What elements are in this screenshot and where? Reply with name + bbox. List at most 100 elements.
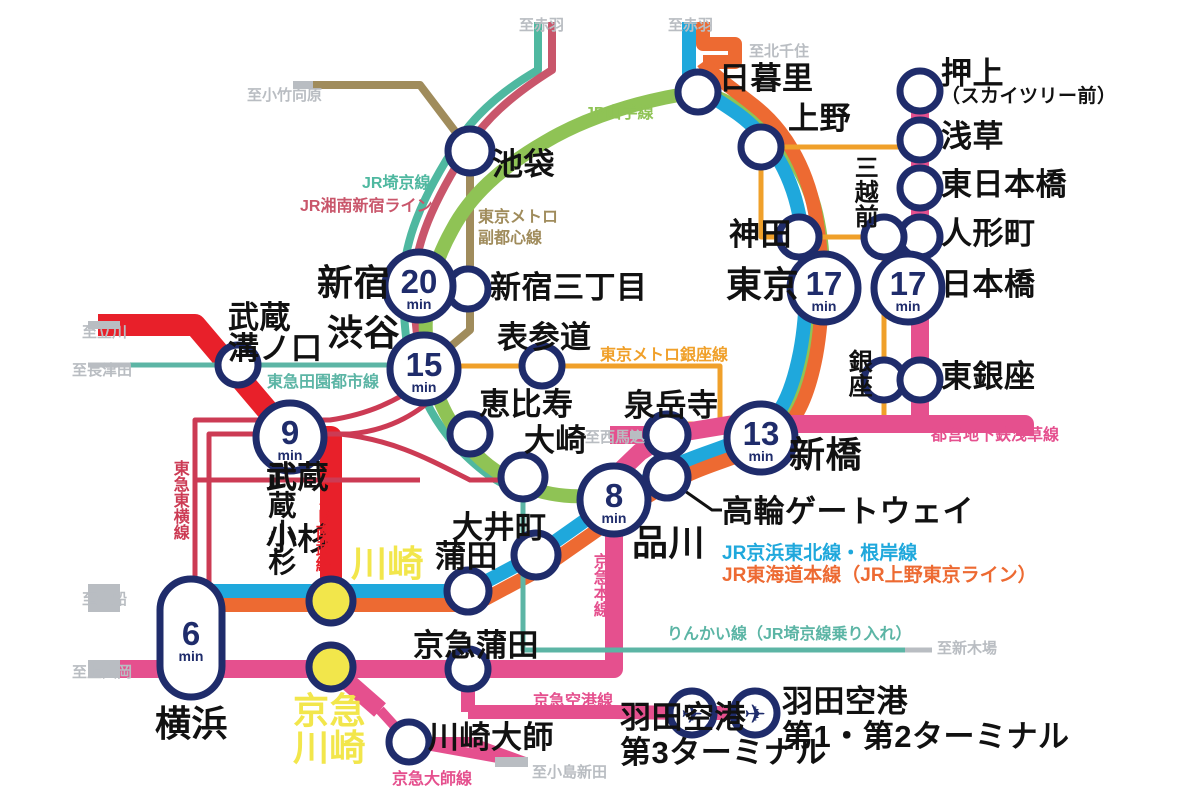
line-label: JR湘南新宿ライン bbox=[300, 198, 433, 215]
time-value-musashi-kosugi: 9 bbox=[281, 414, 299, 451]
station-ueno[interactable] bbox=[737, 123, 785, 171]
station-label: 武蔵 bbox=[266, 460, 329, 495]
station-keikyu-kamata[interactable] bbox=[444, 645, 492, 693]
station-label: 川崎大師 bbox=[428, 720, 554, 755]
station-ebisu[interactable] bbox=[446, 410, 494, 458]
station-ikebukuro[interactable] bbox=[444, 125, 496, 177]
time-value-tokyo: 17 bbox=[806, 265, 843, 302]
station-label: 東銀座 bbox=[941, 359, 1036, 394]
station-kawasaki[interactable] bbox=[305, 575, 357, 627]
station-keikyu-kawasaki[interactable] bbox=[305, 641, 357, 693]
time-marker-tokyo[interactable] bbox=[786, 250, 862, 326]
time-value-yokohama: 6 bbox=[182, 615, 200, 652]
station-higashi-nihombashi[interactable] bbox=[896, 164, 944, 212]
station-label: 武蔵 bbox=[228, 300, 291, 335]
station-omotesando[interactable] bbox=[518, 342, 566, 390]
station-label: 小杉 bbox=[266, 522, 329, 557]
station-haneda-t1t2[interactable] bbox=[729, 687, 781, 739]
station-label-vertical: 銀座 bbox=[844, 349, 872, 398]
time-marker-shimbashi[interactable] bbox=[723, 400, 799, 476]
line-label: JR京浜東北線・根岸線 bbox=[722, 543, 918, 564]
time-markers bbox=[156, 248, 946, 701]
towards-label: 至赤羽 bbox=[668, 17, 714, 34]
station-takanawa-gateway[interactable] bbox=[642, 452, 692, 502]
station-asakusa[interactable] bbox=[896, 116, 944, 164]
station-haneda-t3[interactable] bbox=[666, 687, 718, 739]
time-marker-shibuya[interactable] bbox=[386, 331, 462, 407]
time-value-shimbashi: 13 bbox=[743, 415, 780, 452]
station-label: 溝ノ口 bbox=[228, 331, 323, 366]
station-label: 大井町 bbox=[452, 510, 547, 545]
line-label-vertical: 東急東横線 bbox=[170, 460, 188, 540]
time-value-nihombashi: 17 bbox=[890, 265, 927, 302]
time-unit: min bbox=[278, 447, 303, 463]
station-label: 泉岳寺 bbox=[624, 388, 719, 423]
station-label: 池袋 bbox=[492, 147, 555, 182]
towards-label: 至大船 bbox=[82, 591, 128, 608]
station-higashi-ginza[interactable] bbox=[896, 356, 944, 404]
time-unit: min bbox=[412, 379, 437, 395]
station-oshiage[interactable] bbox=[896, 67, 944, 115]
station-label: 品川 bbox=[632, 522, 706, 563]
station-label: 日暮里 bbox=[719, 61, 814, 96]
line-fukutoshin bbox=[293, 81, 474, 373]
station-label-highlight: 京急 bbox=[293, 690, 367, 731]
airplane-icon: ✈ bbox=[744, 699, 766, 729]
time-unit: min bbox=[812, 298, 837, 314]
station-label: 高輪ゲートウェイ bbox=[722, 494, 974, 529]
station-kanda[interactable] bbox=[775, 213, 823, 261]
station-kawasaki-daishi[interactable] bbox=[385, 718, 433, 766]
time-marker-shinjuku[interactable] bbox=[381, 248, 457, 324]
line-label: 東京メトロ bbox=[478, 209, 559, 226]
station-label: 上野 bbox=[788, 101, 851, 136]
time-marker-yokohama[interactable] bbox=[156, 575, 226, 701]
time-value-shinagawa: 8 bbox=[605, 477, 623, 514]
station-rings bbox=[214, 67, 944, 766]
station-label-highlight: 川崎 bbox=[351, 543, 425, 584]
time-unit: min bbox=[179, 648, 204, 664]
station-label: 新橋 bbox=[789, 434, 863, 475]
station-label: 新宿三丁目 bbox=[490, 270, 648, 305]
time-unit: min bbox=[749, 448, 774, 464]
station-label-vertical: 武蔵小杉 bbox=[265, 462, 297, 576]
station-label: 第1・第2ターミナル bbox=[782, 719, 1070, 754]
station-label: 第3ターミナル bbox=[620, 735, 827, 770]
time-value-shinjuku: 20 bbox=[401, 263, 438, 300]
towards-label: 至北千住 bbox=[749, 43, 810, 60]
time-marker-nihombashi[interactable] bbox=[870, 250, 946, 326]
line-label: 京急空港線 bbox=[533, 693, 614, 710]
station-musashi-mizonokuchi[interactable] bbox=[214, 341, 262, 389]
towards-label: 至小島新田 bbox=[532, 764, 608, 781]
station-rings-highlight bbox=[305, 575, 357, 693]
line-label: 京急大師線 bbox=[392, 771, 473, 788]
station-nippori[interactable] bbox=[674, 68, 722, 116]
station-label: 新宿 bbox=[317, 262, 391, 303]
station-oimachi[interactable] bbox=[510, 529, 562, 581]
line-label: 都営地下鉄浅草線 bbox=[931, 427, 1060, 444]
station-label-highlight: 川崎 bbox=[293, 727, 367, 768]
airport-stations: ✈ ✈ bbox=[666, 687, 781, 739]
line-label: 東京メトロ銀座線 bbox=[600, 347, 729, 364]
towards-label: 至赤羽 bbox=[519, 17, 565, 34]
airplane-icon: ✈ bbox=[681, 699, 703, 729]
station-label: 表参道 bbox=[497, 320, 592, 355]
station-label: 日本橋 bbox=[941, 267, 1036, 302]
line-label-vertical: 京急本線 bbox=[590, 553, 608, 617]
towards-label: 至新木場 bbox=[937, 640, 998, 657]
line-label: 東急田園都市線 bbox=[267, 374, 380, 391]
line-label-vertical: ＪＲ南武線 bbox=[312, 492, 330, 572]
station-label: 横浜 bbox=[155, 703, 229, 744]
station-label: 浅草 bbox=[941, 119, 1004, 154]
time-marker-texts: 20 min 15 min 9 min 8 min 13 min 17 min … bbox=[179, 263, 927, 664]
station-mitsukoshimae[interactable] bbox=[860, 213, 908, 261]
station-label: 神田 bbox=[729, 217, 792, 252]
station-label: 蒲田 bbox=[435, 539, 498, 574]
station-osaki[interactable] bbox=[497, 451, 549, 503]
time-marker-musashi-kosugi[interactable] bbox=[252, 399, 328, 475]
time-marker-shinagawa[interactable] bbox=[576, 462, 652, 538]
station-label: 東京 bbox=[726, 264, 800, 305]
line-label: JR山手線 bbox=[585, 105, 654, 122]
station-kamata[interactable] bbox=[443, 566, 493, 616]
line-label: JR東海道本線（JR上野東京ライン） bbox=[722, 565, 1037, 586]
